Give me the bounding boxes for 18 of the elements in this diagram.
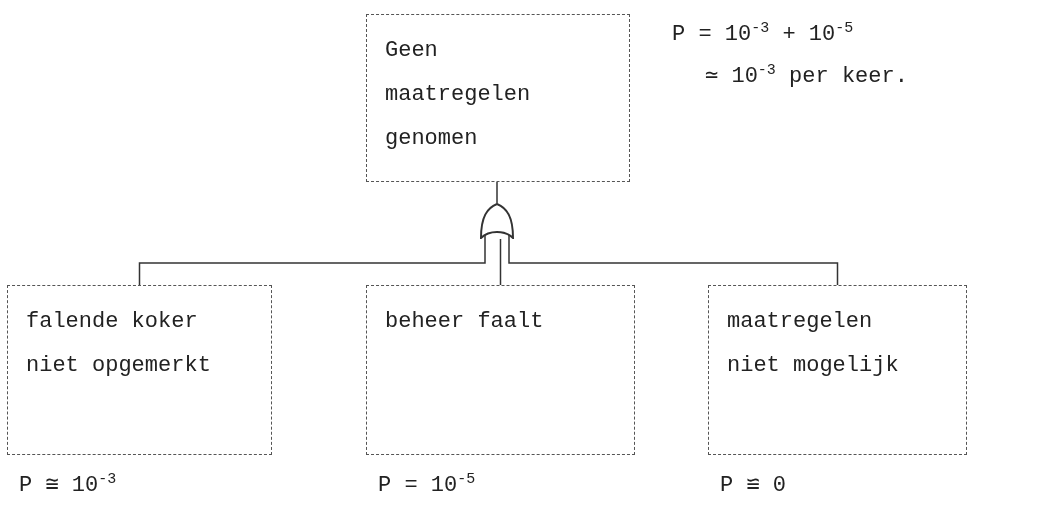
event-box <box>366 14 630 182</box>
probability-label: P ≅ 10$^{-3}$ <box>19 471 117 499</box>
event-text: Geen maatregelen genomen <box>385 37 532 153</box>
probability-label: P = 10$^{-5}$ <box>378 471 476 499</box>
event-box <box>7 285 272 455</box>
event-text: falende koker niet opgemerkt <box>26 308 212 380</box>
event-text: beheer faalt <box>385 308 545 336</box>
connector-line <box>508 234 839 286</box>
connector-line <box>496 181 498 204</box>
connector-line <box>138 234 486 286</box>
or-gate <box>479 203 515 239</box>
probability-equation: P = 10$^{-3}$ + 10$^{-5}$ <box>672 20 854 48</box>
probability-equation: ≃ 10$^{-3}$ per keer. <box>705 62 908 90</box>
event-text: maatregelen niet mogelijk <box>727 308 900 380</box>
connector-line <box>499 238 502 286</box>
probability-label: P ≌ 0 <box>720 472 787 498</box>
event-box <box>708 285 967 455</box>
event-box <box>366 285 635 455</box>
